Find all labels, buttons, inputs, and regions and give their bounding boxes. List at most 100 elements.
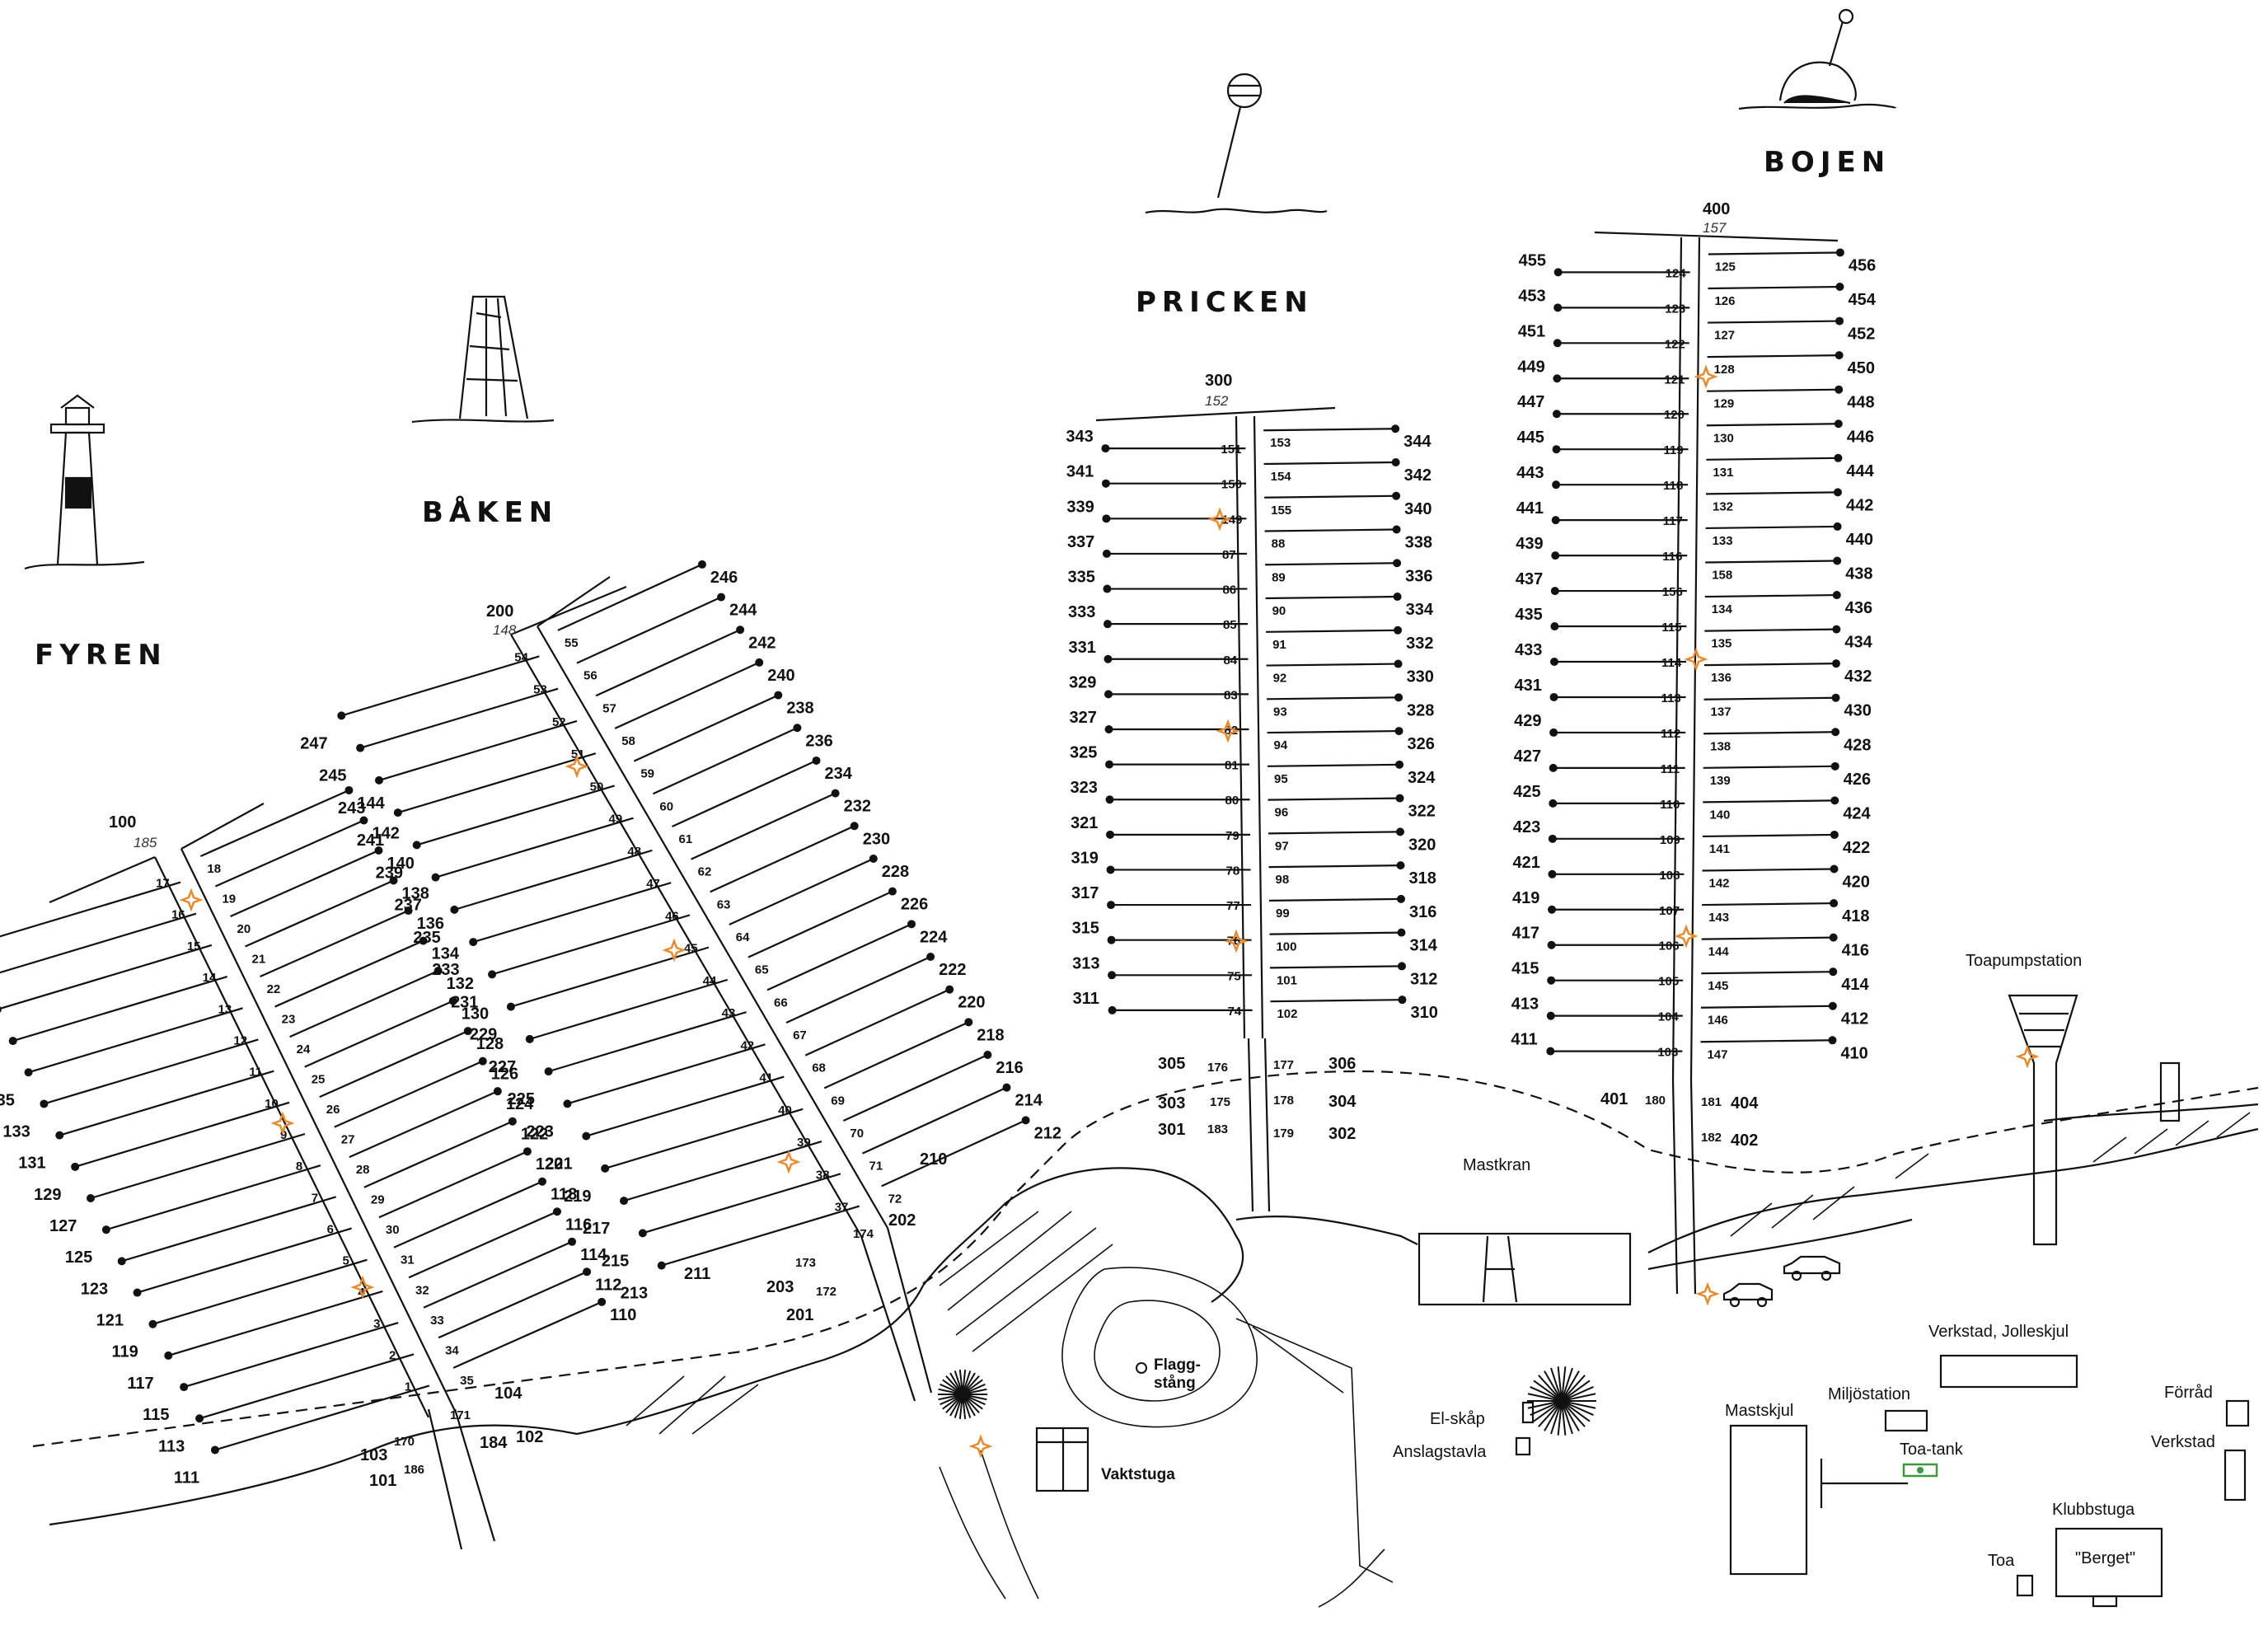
berth-number: 230 — [863, 830, 890, 848]
mooring-post — [1832, 591, 1841, 600]
berth-number: 155 — [1271, 504, 1291, 518]
vaktstuga — [1035, 1427, 1089, 1492]
berth-finger — [1705, 525, 1838, 530]
mooring-post — [850, 822, 859, 831]
berth-finger — [1266, 663, 1399, 667]
berth-number: 322 — [1408, 803, 1436, 821]
mooring-post — [1834, 488, 1843, 497]
berth-number: 99 — [1276, 907, 1290, 921]
berth-number: 34 — [445, 1343, 459, 1357]
berth-number: 13 — [218, 1002, 232, 1016]
berth-finger — [408, 1211, 558, 1279]
berth-number: 48 — [627, 845, 641, 859]
toapumpstation — [2008, 994, 2181, 1246]
mooring-post — [493, 1087, 502, 1096]
berth-number: 146 — [1708, 1014, 1728, 1028]
mooring-post — [597, 1297, 607, 1306]
mooring-post — [1392, 491, 1401, 500]
berth-number: 93 — [1273, 705, 1287, 719]
berth-number: 153 — [1270, 436, 1291, 450]
berth-number: 444 — [1846, 462, 1874, 480]
berth-finger — [393, 1180, 543, 1249]
berth-number: 124 — [506, 1095, 534, 1113]
mooring-post — [1106, 830, 1115, 839]
berth-number: 412 — [1841, 1010, 1868, 1028]
berth-number: 439 — [1516, 535, 1543, 553]
berth-number: 61 — [679, 832, 693, 846]
berth-number: 66 — [774, 996, 788, 1010]
mooring-post — [1553, 303, 1563, 312]
berth-number: 344 — [1403, 433, 1432, 451]
berth-number: 317 — [1071, 884, 1099, 902]
berth-finger — [1705, 491, 1839, 495]
berth-number: 175 — [1210, 1095, 1230, 1109]
berth-number: 94 — [1274, 738, 1288, 752]
mooring-post — [582, 1131, 591, 1141]
berth-number: 177 — [1273, 1058, 1294, 1072]
berth-finger — [567, 1043, 766, 1105]
mooring-post — [1830, 830, 1839, 839]
berth-number: 434 — [1844, 634, 1872, 652]
berth-number: 114 — [1661, 656, 1682, 670]
berth-finger — [1706, 457, 1839, 461]
berth-number: 79 — [1225, 829, 1239, 843]
berth-number: 132 — [1713, 499, 1733, 513]
mooring-post — [1551, 516, 1560, 525]
mooring-post — [389, 876, 398, 885]
berth-number: 246 — [710, 569, 738, 587]
mooring-post — [1106, 865, 1115, 874]
berth-number: 126 — [1714, 294, 1735, 308]
boat-berths — [0, 248, 1844, 1455]
berth-number: 126 — [491, 1066, 518, 1084]
berth-finger — [1705, 560, 1838, 564]
berth-number: 428 — [1844, 736, 1871, 754]
berth-number: 310 — [1410, 1004, 1437, 1022]
berth-finger — [363, 1120, 513, 1188]
berth-number: 87 — [1222, 548, 1236, 562]
mooring-post — [450, 905, 459, 914]
flaggstang-label: Flagg- — [1154, 1356, 1201, 1374]
mooring-post — [537, 1177, 546, 1186]
berth-number: 314 — [1409, 937, 1437, 955]
berth-finger — [44, 1038, 259, 1105]
mooring-post — [508, 1117, 517, 1126]
berth-number: 136 — [417, 915, 444, 933]
pier-head-code: 148 — [493, 622, 517, 638]
berth-number: 19 — [222, 892, 236, 906]
berth-number: 101 — [369, 1472, 396, 1490]
fire-hydrant-icon — [1694, 364, 1718, 389]
berth-number: 338 — [1405, 534, 1432, 552]
berth-number: 147 — [1707, 1047, 1727, 1061]
berth-number: 222 — [939, 961, 966, 979]
berth-number: 122 — [1665, 337, 1685, 351]
berth-finger — [1268, 897, 1402, 902]
mooring-post — [1830, 761, 1839, 771]
berth-number: 76 — [1227, 935, 1241, 949]
mooring-post — [697, 560, 706, 569]
berth-number: 343 — [1066, 428, 1093, 446]
fire-hydrant-icon — [1207, 507, 1232, 532]
berth-number: 243 — [338, 799, 365, 818]
berth-finger — [1703, 731, 1836, 735]
berth-finger — [359, 687, 559, 749]
berth-number: 451 — [1518, 322, 1545, 340]
berth-number: 424 — [1843, 804, 1871, 822]
toapumpstation-label: Toapumpstation — [1966, 952, 2082, 970]
berth-number: 80 — [1225, 794, 1239, 808]
mooring-post — [1549, 692, 1558, 701]
verkstad-label: Verkstad — [2151, 1433, 2215, 1451]
berth-finger — [378, 1150, 528, 1219]
berth-number: 453 — [1518, 287, 1545, 305]
mooring-post — [1834, 453, 1843, 462]
mooring-post — [601, 1164, 610, 1173]
berth-number: 312 — [1410, 970, 1437, 988]
fire-hydrant-icon — [1684, 647, 1708, 672]
mooring-post — [1833, 522, 1842, 531]
berth-number: 156 — [1662, 585, 1683, 599]
mooring-post — [463, 1027, 472, 1036]
pier-head-code: 152 — [1205, 393, 1229, 409]
berth-number: 142 — [1709, 877, 1730, 891]
berth-number: 131 — [1713, 466, 1733, 480]
berth-number: 320 — [1408, 836, 1436, 854]
berth-number: 154 — [1271, 470, 1292, 484]
